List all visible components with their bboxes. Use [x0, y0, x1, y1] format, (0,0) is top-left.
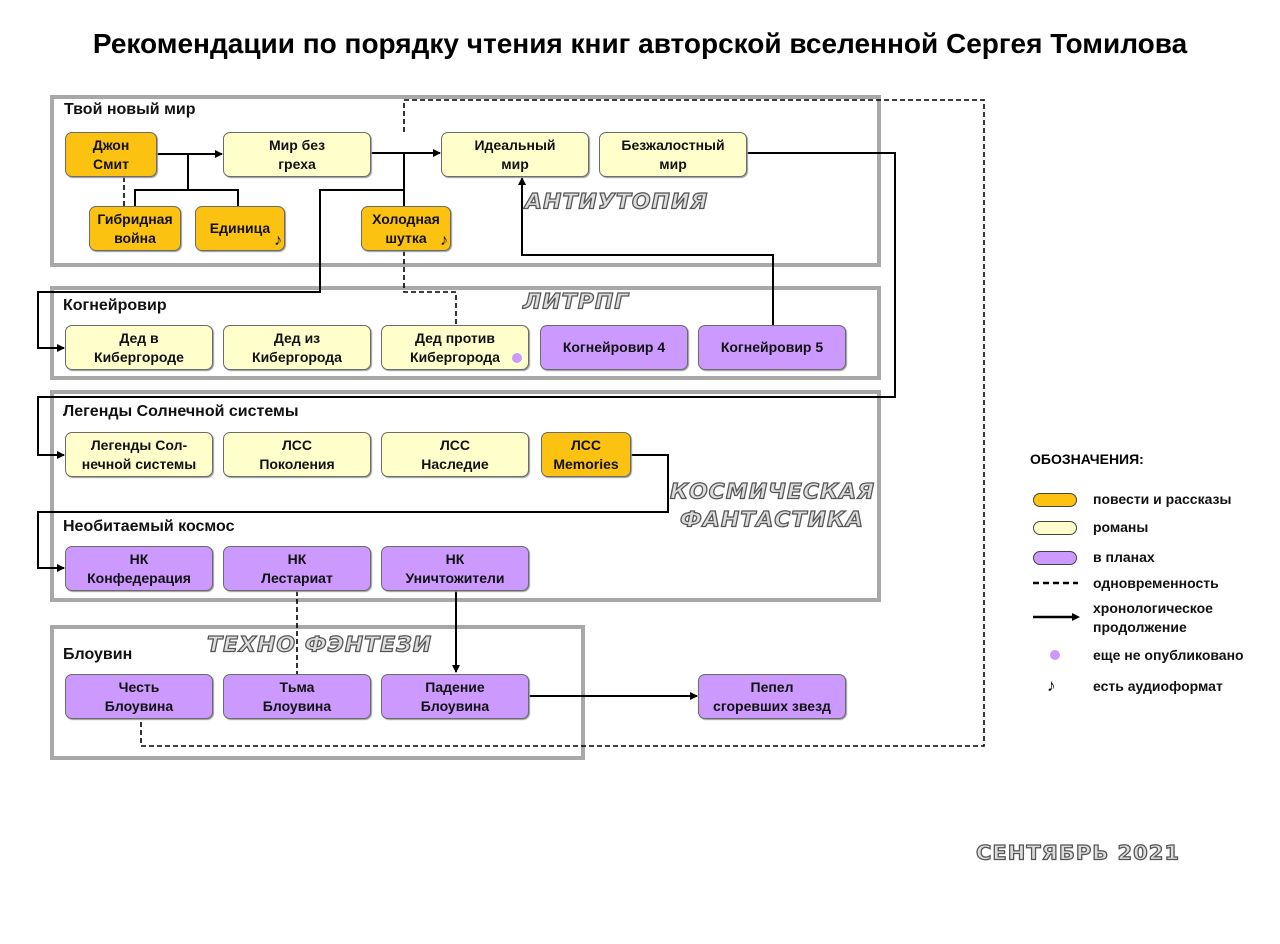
genre-label: ЛИТРПГ — [522, 290, 630, 315]
book-nk-unichtozhiteli[interactable]: НК Уничтожители — [381, 546, 529, 591]
legend-swatch-novel — [1033, 521, 1077, 535]
dashed-holod-ded3 — [403, 251, 457, 325]
book-title: Легенды Сол- нечной системы — [81, 436, 197, 472]
book-title: НК Лестариат — [261, 550, 333, 586]
book-edinitsa[interactable]: Единица♪ — [195, 206, 285, 251]
book-nk-lestariat[interactable]: НК Лестариат — [223, 546, 371, 591]
arrow-memories-to-nk1 — [37, 454, 669, 572]
legend-title: ОБОЗНАЧЕНИЯ: — [1030, 451, 1144, 467]
group-label: Необитаемый космос — [63, 518, 235, 535]
legend-line-samples — [1033, 581, 1080, 621]
legend-swatch-plan — [1033, 551, 1077, 565]
audio-note-icon: ♪ — [274, 232, 282, 249]
book-title: Честь Блоувина — [104, 678, 174, 714]
book-lss-1[interactable]: Легенды Сол- нечной системы — [65, 432, 213, 477]
book-kogneyrovir-5[interactable]: Когнейровир 5 — [698, 325, 846, 370]
unpublished-dot-icon — [1050, 650, 1060, 660]
book-padenie-blouvina[interactable]: Падение Блоувина — [381, 674, 529, 719]
group-label: Легенды Солнечной системы — [63, 403, 299, 420]
book-title: Когнейровир 5 — [720, 339, 824, 355]
book-chest-blouvina[interactable]: Честь Блоувина — [65, 674, 213, 719]
arrow-to-ded1 — [37, 189, 404, 352]
book-pepel-sgorevshih-zvezd[interactable]: Пепел сгоревших звезд — [698, 674, 846, 719]
book-ded-v-kibergorode[interactable]: Дед в Кибергороде — [65, 325, 213, 370]
book-lss-pokoleniya[interactable]: ЛСС Поколения — [223, 432, 371, 477]
book-title: Идеальный мир — [474, 136, 556, 172]
book-lss-nasledie[interactable]: ЛСС Наследие — [381, 432, 529, 477]
book-tma-blouvina[interactable]: Тьма Блоувина — [223, 674, 371, 719]
group-frame-blouvin — [50, 625, 585, 760]
book-title: Единица — [209, 220, 271, 236]
book-idealny-mir[interactable]: Идеальный мир — [441, 132, 589, 177]
book-gibridnaya-voyna[interactable]: Гибридная война — [89, 206, 181, 251]
book-ded-iz-kibergoroda[interactable]: Дед из Кибергорода — [223, 325, 371, 370]
legend-label: еще не опубликовано — [1093, 647, 1244, 663]
book-title: Дед из Кибергорода — [252, 329, 342, 365]
book-ded-protiv-kibergoroda[interactable]: Дед против Кибергорода — [381, 325, 529, 370]
book-title: Безжалостный мир — [621, 136, 725, 172]
arrow-kog5-to-ideal — [518, 177, 774, 325]
book-title: Тьма Блоувина — [262, 678, 332, 714]
book-title: Пепел сгоревших звезд — [713, 678, 831, 714]
dashed-big-loop — [140, 99, 985, 747]
book-title: НК Конфедерация — [87, 550, 191, 586]
book-title: Когнейровир 4 — [562, 339, 666, 355]
book-mir-bez-greha[interactable]: Мир без греха — [223, 132, 371, 177]
group-label: Когнейровир — [63, 297, 167, 314]
book-nk-konfederatsiya[interactable]: НК Конфедерация — [65, 546, 213, 591]
book-title: Мир без греха — [268, 136, 326, 172]
book-title: Дед против Кибергорода — [410, 329, 500, 365]
date-label: СЕНТЯБРЬ 2021 — [975, 841, 1180, 865]
arrow-bezh-to-lss1 — [37, 152, 896, 459]
legend-swatch-story — [1033, 493, 1077, 507]
group-frame-kogneyrovir — [50, 286, 881, 380]
book-title: НК Уничтожители — [405, 550, 505, 586]
legend-label: повести и рассказы — [1093, 491, 1232, 507]
book-title: Джон Смит — [92, 136, 130, 172]
line-john-branch — [134, 154, 239, 206]
book-john-smit[interactable]: Джон Смит — [65, 132, 157, 177]
book-title: ЛСС Memories — [553, 436, 619, 472]
audio-note-icon: ♪ — [440, 232, 448, 249]
book-title: ЛСС Наследие — [421, 436, 489, 472]
genre-label: КОСМИЧЕСКАЯ — [669, 480, 876, 505]
genre-label: ТЕХНО ФЭНТЕЗИ — [206, 633, 433, 658]
page-title: Рекомендации по порядку чтения книг авто… — [92, 28, 1188, 59]
book-title: ЛСС Поколения — [259, 436, 335, 472]
group-label: Твой новый мир — [64, 101, 196, 118]
book-lss-memories[interactable]: ЛСС Memories — [541, 432, 631, 477]
legend-label: романы — [1093, 519, 1149, 535]
book-holodnaya-shutka[interactable]: Холодная шутка♪ — [361, 206, 451, 251]
group-frame-space — [50, 390, 881, 602]
book-bezzhalostny-mir[interactable]: Безжалостный мир — [599, 132, 747, 177]
book-title: Дед в Кибергороде — [94, 329, 184, 365]
book-title: Падение Блоувина — [420, 678, 490, 714]
unpublished-dot-icon — [512, 353, 522, 363]
book-title: Гибридная война — [97, 210, 173, 246]
legend-label: хронологическое продолжение — [1093, 600, 1213, 635]
genre-label: ФАНТАСТИКА — [679, 508, 864, 533]
group-frame-tvoy-novy-mir — [50, 95, 881, 267]
legend-label: одновременность — [1093, 575, 1219, 591]
legend-label: есть аудиоформат — [1093, 678, 1223, 694]
group-label: Блоувин — [63, 646, 133, 663]
book-kogneyrovir-4[interactable]: Когнейровир 4 — [540, 325, 688, 370]
audio-note-icon: ♪ — [1047, 676, 1056, 695]
genre-label: АНТИУТОПИЯ — [524, 190, 709, 215]
book-title: Холодная шутка — [372, 210, 440, 246]
legend-label: в планах — [1093, 549, 1155, 565]
